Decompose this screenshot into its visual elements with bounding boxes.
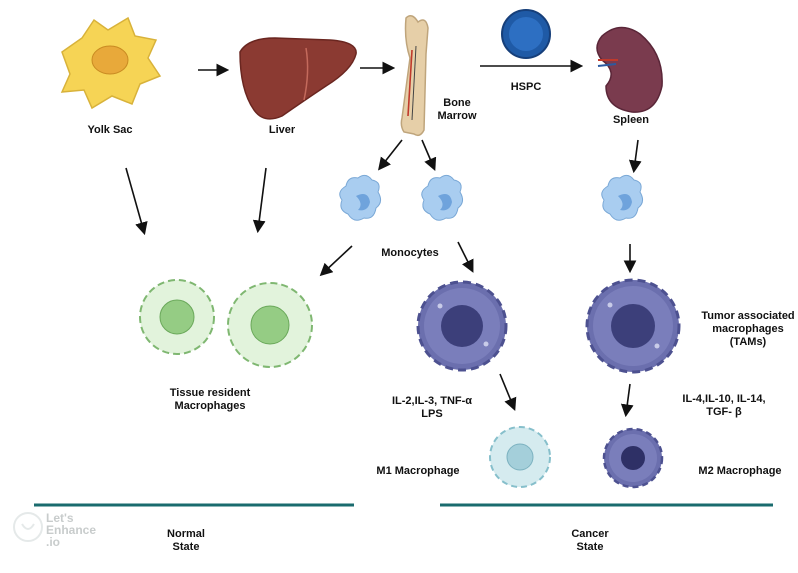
bone-icon	[400, 15, 429, 137]
m1-macrophage-label: M1 Macrophage	[376, 465, 460, 477]
tissue-macrophage-icon	[227, 282, 313, 368]
arrow-tam-to-m2	[620, 383, 634, 418]
monocyte-icon	[339, 174, 382, 221]
tam-macrophage-icon	[585, 278, 681, 374]
liver-label: Liver	[268, 124, 296, 136]
arrow-monocyte-to-tissue-macrophage	[319, 245, 353, 277]
spleen-icon	[596, 26, 663, 113]
liver-icon	[239, 37, 357, 120]
spleen-label: Spleen	[612, 114, 650, 126]
yolk-sac-label: Yolk Sac	[87, 124, 133, 136]
arrow-yolk-to-tissue-macrophage	[125, 167, 148, 236]
watermark-logo-icon	[13, 512, 43, 542]
arrow-monocyte-to-tam-left	[457, 241, 474, 273]
m2-stimuli-label: IL-4,IL-10, IL-14,TGF- β	[682, 393, 766, 418]
yolk-sac-icon	[60, 16, 162, 110]
arrow-marrow-to-monocyte-left	[378, 139, 403, 171]
tam-macrophage-icon	[416, 280, 508, 372]
m1-macrophage-icon	[489, 426, 551, 488]
arrow-spleen-to-monocyte	[628, 139, 642, 174]
arrow-tam-to-m1	[499, 373, 517, 411]
arrow-liver-to-tissue-macrophage	[252, 167, 267, 234]
monocyte-icon	[421, 174, 464, 221]
m2-macrophage-icon	[602, 427, 664, 489]
arrow-marrow-to-monocyte-right	[421, 139, 437, 171]
m2-macrophage-label: M2 Macrophage	[698, 465, 782, 477]
hspc-label: HSPC	[510, 81, 542, 93]
hspc-cell-icon	[501, 9, 551, 59]
tissue-macrophage-icon	[139, 279, 215, 355]
monocytes-label: Monocytes	[381, 247, 439, 259]
monocyte-icon	[601, 174, 644, 221]
